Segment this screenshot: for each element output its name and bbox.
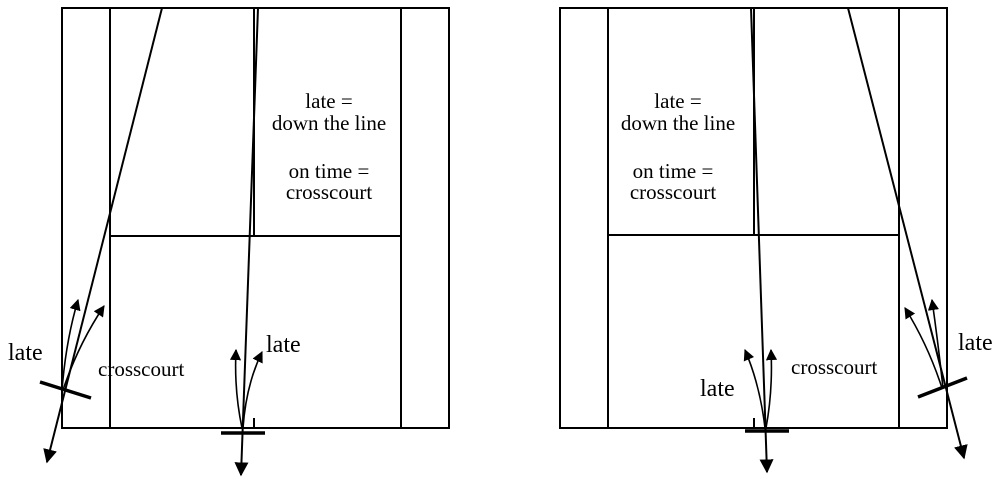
left-court-center-late-arrow-left bbox=[229, 348, 243, 429]
right-box-text-line-2: down the line bbox=[621, 111, 735, 135]
left-box-text-line-1: late = bbox=[305, 89, 352, 113]
left-crosscourt-label: crosscourt bbox=[98, 357, 184, 381]
right-court-late-arrow-inner bbox=[904, 307, 943, 389]
left-late-label: late bbox=[8, 340, 43, 366]
left-box-text-line-3: on time = bbox=[289, 159, 370, 183]
right-late-label: late bbox=[958, 330, 993, 356]
left-court-late-arrow-inner bbox=[62, 305, 105, 391]
left-court-crosscourt-path bbox=[43, 7, 163, 464]
left-center-late-label: late bbox=[266, 332, 301, 358]
left-court-player-racket bbox=[39, 380, 92, 400]
right-box-text-line-3: on time = bbox=[633, 159, 714, 183]
left-court-late-arrow-outer bbox=[61, 298, 81, 391]
right-court-center-late-arrow-right bbox=[765, 348, 778, 429]
left-box-text-line-4: crosscourt bbox=[286, 180, 372, 204]
right-court-crosscourt-path bbox=[847, 7, 968, 460]
right-court-down-the-line-path bbox=[750, 7, 774, 474]
right-crosscourt-label: crosscourt bbox=[791, 355, 877, 379]
left-court-outline bbox=[61, 7, 450, 429]
left-court-down-the-line-path bbox=[234, 7, 259, 477]
right-box-text-line-4: crosscourt bbox=[630, 180, 716, 204]
right-box-text-line-1: late = bbox=[654, 89, 701, 113]
left-court-center-late-arrow-right bbox=[242, 350, 263, 429]
right-center-late-label: late bbox=[700, 376, 735, 402]
left-box-text-line-2: down the line bbox=[272, 111, 386, 135]
right-court-center-late-arrow-left bbox=[743, 348, 766, 429]
right-court-late-arrow-outer bbox=[927, 298, 944, 389]
left-court-panel: late = down the line on time = crosscour… bbox=[8, 7, 450, 477]
right-court-panel: late = down the line on time = crosscour… bbox=[559, 7, 993, 474]
